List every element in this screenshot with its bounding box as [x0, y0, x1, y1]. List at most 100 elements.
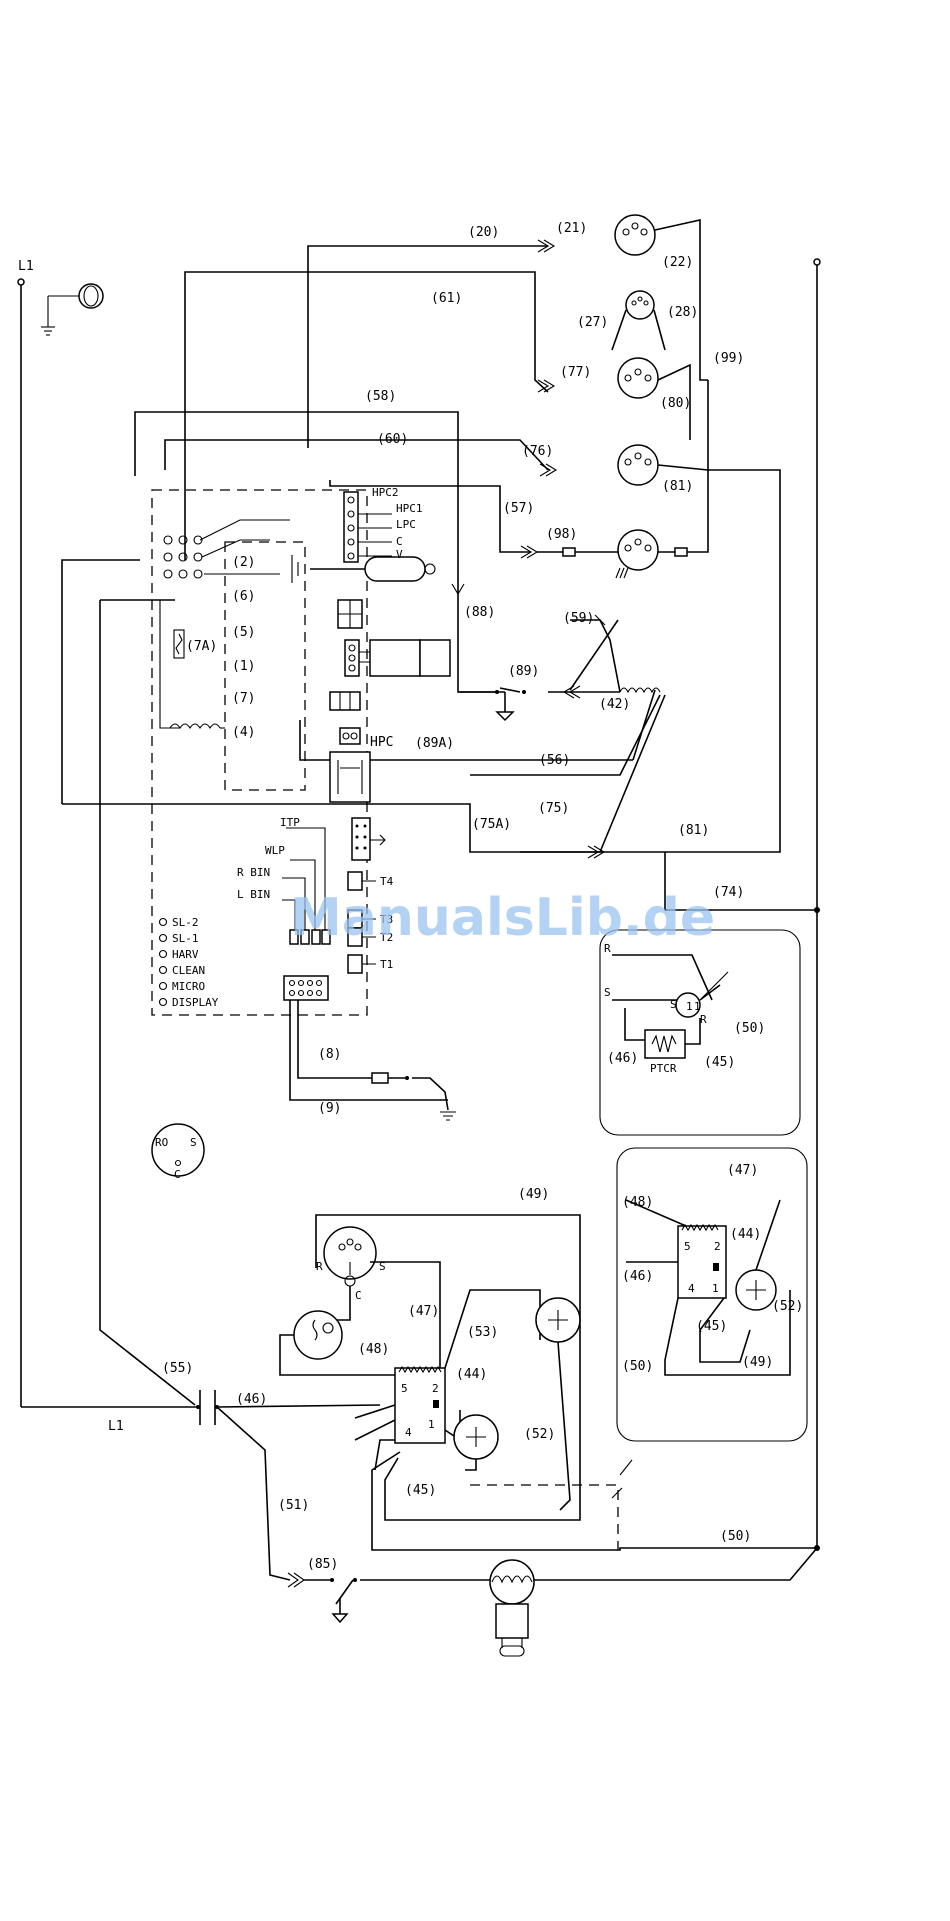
compressor-s: S [379, 1260, 386, 1273]
hpc-switch-icon [329, 727, 371, 803]
terminal-t2: T2 [380, 931, 393, 944]
wire-49-label: (49) [518, 1187, 549, 1202]
terminal-lpc: LPC [396, 518, 416, 531]
wire-20-label: (20) [468, 225, 499, 240]
terminal-wlp: WLP [265, 844, 285, 857]
wire-5-label: (5) [232, 625, 255, 640]
wire-75a-label: (75A) [472, 817, 511, 832]
inset-w52-label: (52) [772, 1299, 803, 1314]
connector-22-icon [614, 214, 708, 381]
terminal-t3: T3 [380, 913, 393, 926]
display-window-icon [337, 599, 363, 629]
wire-44-label: (44) [456, 1367, 487, 1382]
led-sl2: SL-2 [172, 916, 199, 929]
wire-56-label: (56) [539, 753, 570, 768]
connector-28-icon [611, 290, 666, 351]
l1-terminal-top [17, 278, 25, 286]
inset-w49-label: (49) [742, 1355, 773, 1370]
wire-77-label: (77) [560, 365, 591, 380]
wire-22-label: (22) [662, 255, 693, 270]
wire-9-label: (9) [318, 1101, 341, 1116]
relay-pin-2: 2 [432, 1382, 439, 1395]
wire-80-label: (80) [660, 396, 691, 411]
terminal-t1: T1 [380, 958, 393, 971]
inset-w46-label: (46) [622, 1269, 653, 1284]
wire-52-label: (52) [524, 1427, 555, 1442]
watermark: ManualsLib.de [290, 888, 715, 948]
wire-7a-label: (7A) [186, 639, 217, 654]
l1-label-top: L1 [18, 259, 34, 274]
wire-51-label: (51) [278, 1498, 309, 1513]
wire-85-label: (85) [307, 1557, 338, 1572]
relay-3pin-icon [329, 691, 361, 711]
plug-r: RO [155, 1136, 168, 1149]
wire-81a-label: (81) [662, 479, 693, 494]
relay-inset [616, 1147, 808, 1442]
plug-s: S [190, 1136, 197, 1149]
top-harness [61, 245, 817, 1406]
wire-58-label: (58) [365, 389, 396, 404]
inset-pin-2: 2 [714, 1240, 721, 1253]
wire-1-label: (1) [232, 659, 255, 674]
terminal-hpc: HPC [370, 735, 393, 750]
ptcr-inset-labels: R S S 1 1 R PTCR (50) (46) (45) [604, 942, 765, 1075]
inset-w47-label: (47) [727, 1163, 758, 1178]
sensor-plugs [282, 827, 331, 1001]
fan-motor-icon [489, 1559, 535, 1657]
terminal-labels: HPC2 HPC1 LPC C V HPC ITP WLP R BIN L BI… [237, 486, 423, 971]
thermistor-terminals [347, 817, 386, 974]
wire-99-label: (99) [713, 351, 744, 366]
inset-pin-4: 4 [688, 1282, 695, 1295]
relay-block-icon [163, 519, 290, 579]
wire-28-label: (28) [667, 305, 698, 320]
wire-81b-label: (81) [678, 823, 709, 838]
terminal-strip-hpc [343, 491, 392, 563]
ptcr-one-label: 1 [686, 1000, 693, 1013]
wire-53-label: (53) [467, 1325, 498, 1340]
wire-76-label: (76) [522, 444, 553, 459]
terminal-hpc2: HPC2 [372, 486, 399, 499]
terminal-lbin: L BIN [237, 888, 270, 901]
wire-89a-label: (89A) [415, 736, 454, 751]
ptcr-r-label: R [604, 942, 611, 955]
transformer-coil-icon [169, 723, 225, 730]
terminal-t4: T4 [380, 875, 394, 888]
wire-57-label: (57) [503, 501, 534, 516]
terminal-c: C [396, 535, 403, 548]
terminal-hpc1: HPC1 [396, 502, 423, 515]
compressor-plug-icon [151, 1123, 205, 1177]
fuse-7a-icon [159, 600, 185, 729]
wire-55-label: (55) [162, 1361, 193, 1376]
compressor-section [279, 1214, 817, 1551]
ptcr-two-label: 1 [694, 1000, 701, 1013]
wire-74-label: (74) [713, 885, 744, 900]
wire-98-label: (98) [546, 527, 577, 542]
led-list [158, 917, 168, 1007]
pump-coil-icon [570, 614, 661, 694]
led-labels: SL-2 SL-1 HARV CLEAN MICRO DISPLAY [172, 916, 219, 1009]
ptcr-rr-label: R [700, 1013, 707, 1026]
compressor-c: C [355, 1289, 362, 1302]
inset-w45-label: (45) [696, 1319, 727, 1334]
wire-75-label: (75) [538, 801, 569, 816]
wire-27-label: (27) [577, 315, 608, 330]
inset-pin-5: 5 [684, 1240, 691, 1253]
relay-pin-5: 5 [401, 1382, 408, 1395]
ptcr-w46-label: (46) [607, 1051, 638, 1066]
wire-46-label: (46) [236, 1392, 267, 1407]
led-sl1: SL-1 [172, 932, 199, 945]
led-harv: HARV [172, 948, 199, 961]
ptcr-ss-label: S [670, 998, 677, 1011]
ptcr-w45-label: (45) [704, 1055, 735, 1070]
supply-l1: L1 L1 [17, 259, 200, 1434]
wire-61-label: (61) [431, 291, 462, 306]
wire-89-label: (89) [508, 664, 539, 679]
bin-switch-89 [457, 640, 526, 722]
compressor-plug-labels: RO S C R S C 5 2 1 4 [155, 1136, 439, 1439]
ptcr-w50-label: (50) [734, 1021, 765, 1036]
wire-2-label: (2) [232, 555, 255, 570]
wire-7-label: (7) [232, 691, 255, 706]
connector-98-icon [537, 380, 709, 579]
wire-60-label: (60) [377, 432, 408, 447]
